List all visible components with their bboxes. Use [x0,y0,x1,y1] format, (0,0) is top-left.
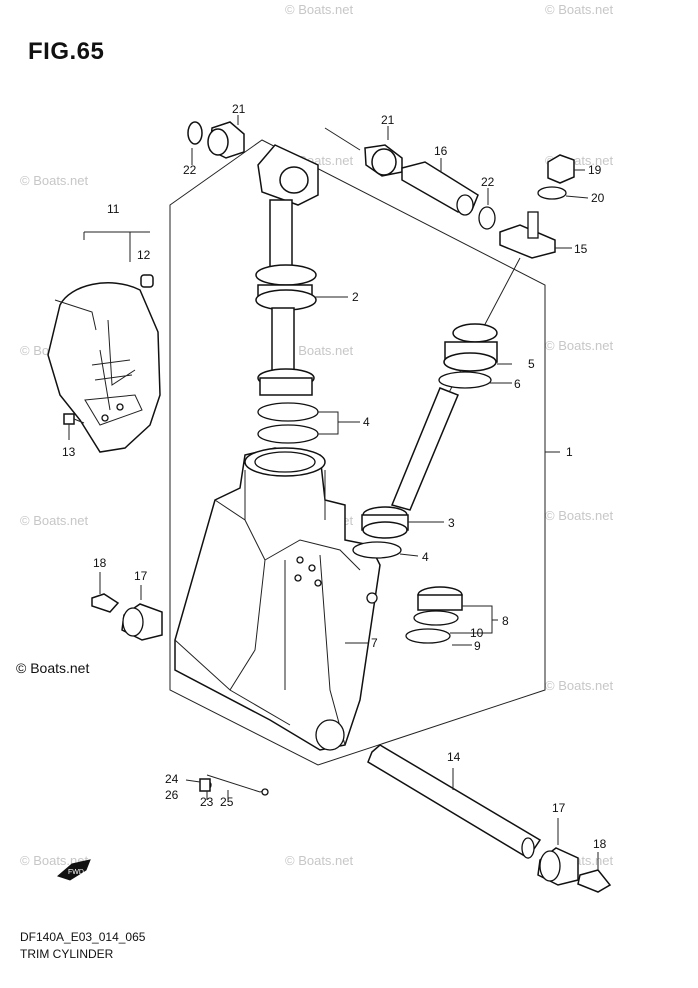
figure-title: FIG.65 [28,38,105,65]
figure-code: DF140A_E03_014_065 [20,930,146,944]
part-label-4-lower: 4 [422,550,429,564]
part-label-12: 12 [137,248,151,262]
part-label-10: 10 [470,626,484,640]
watermark: © Boats.net [545,2,614,17]
part-label-14: 14 [447,750,461,764]
part-label-20: 20 [591,191,605,205]
part-4-orings-upper [257,402,360,444]
part-label-15: 15 [574,242,588,256]
part-label-17-right: 17 [552,801,566,815]
part-label-24: 24 [165,772,179,786]
part-label-11: 11 [107,202,120,216]
watermark: © Boats.net [285,2,354,17]
corner-watermark: © Boats.net [16,660,90,676]
part-13-bolt [63,413,85,440]
part-label-7: 7 [371,636,378,650]
watermark: © Boats.net [545,338,614,353]
part-12-grommet [83,231,154,288]
part-21-22-top-left [187,115,245,165]
svg-text:FWD: FWD [68,869,84,876]
part-label-18-right: 18 [593,837,607,851]
watermark: © Boats.net [20,173,89,188]
part-label-18-left: 18 [93,556,107,570]
part-14-shaft [367,744,542,860]
part-label-5: 5 [528,357,535,371]
assembly-boundary [169,139,546,766]
part-1-cylinder-body [174,447,381,751]
part-label-19: 19 [588,163,602,177]
part-21-16-22-top-right [324,126,496,230]
part-18-17-left-pivot [91,572,163,641]
part-label-21-right: 21 [381,113,395,127]
part-23-24-25-26-ground-wire [185,774,269,800]
part-11-cover [47,282,161,453]
watermark: © Boats.net [20,513,89,528]
watermark: © Boats.net [545,508,614,523]
part-label-3: 3 [448,516,455,530]
part-label-2: 2 [352,290,359,304]
watermark: © Boats.net [285,343,354,358]
piston-rod-assembly [255,144,348,396]
part-8-10-9-stack [405,586,498,646]
part-17-18-right-pivot [537,818,612,893]
part-label-9: 9 [474,639,481,653]
watermark: © Boats.net [285,853,354,868]
part-label-21-left: 21 [232,102,246,116]
part-label-23-25: 23 25 [200,795,234,809]
part-label-16: 16 [434,144,448,158]
forward-arrow-icon: FWD [57,859,91,881]
figure-name: TRIM CYLINDER [20,947,114,961]
part-label-22-left: 22 [183,163,197,177]
part-label-1: 1 [566,445,573,459]
watermark: © Boats.net [545,678,614,693]
part-label-17-left: 17 [134,569,148,583]
part-label-8: 8 [502,614,509,628]
part-label-22-right: 22 [481,175,495,189]
part-label-26: 26 [165,788,179,802]
part-5-6-3-4-stack [352,323,512,559]
part-label-4-upper: 4 [363,415,370,429]
part-label-6: 6 [514,377,521,391]
part-label-13: 13 [62,445,76,459]
